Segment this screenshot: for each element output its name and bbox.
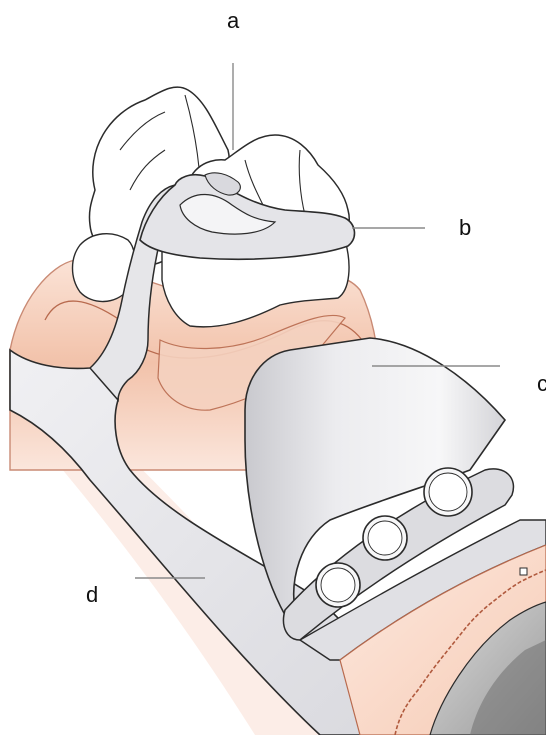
bar-hole-3-inner [429,473,467,511]
label-c: c [537,373,546,395]
label-b: b [459,217,471,239]
marker-square [520,568,527,575]
bar-hole-2-inner [368,521,402,555]
label-d: d [86,584,98,606]
label-a: a [227,10,239,32]
bar-hole-1-inner [321,568,355,602]
